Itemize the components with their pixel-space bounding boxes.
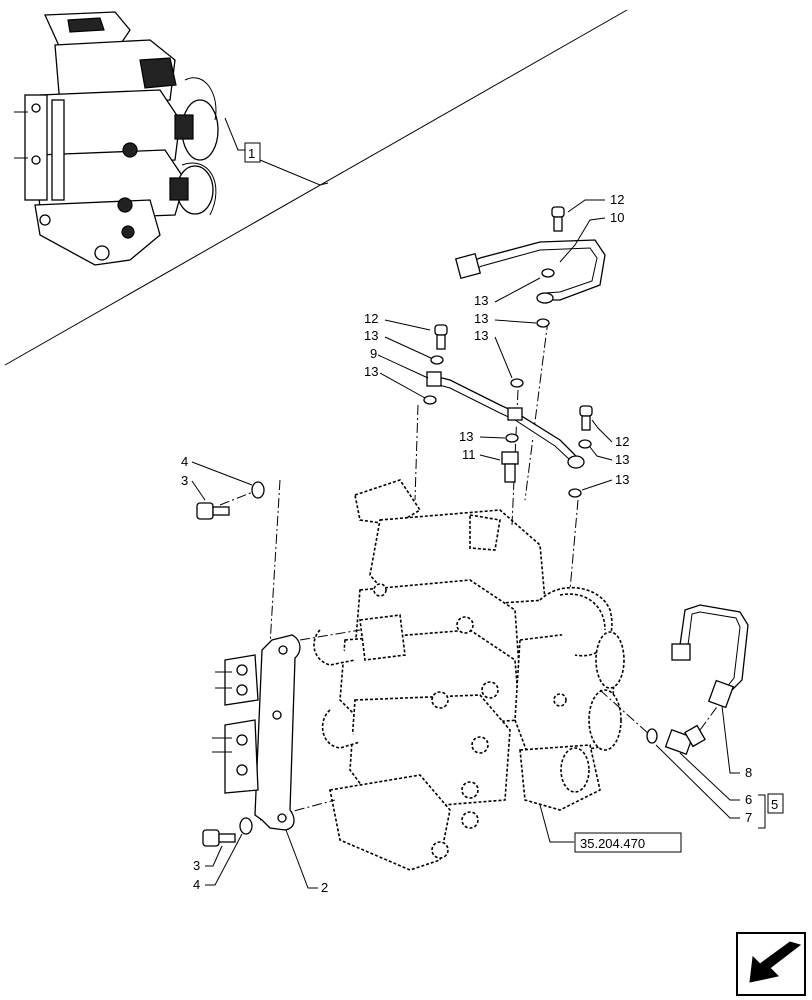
callout-7: 7 <box>745 810 752 825</box>
callout-3b: 3 <box>193 858 200 873</box>
reference-box[interactable] <box>574 832 682 853</box>
reference-number: 35.204.470 <box>580 836 645 851</box>
leader-ref <box>539 804 574 843</box>
leader-10 <box>559 217 606 263</box>
leader-3b <box>205 845 223 867</box>
callout-5: 5 <box>771 797 778 812</box>
axis-g <box>259 799 336 821</box>
axis-i <box>599 689 651 736</box>
leader-12b <box>384 319 431 331</box>
leader-4b <box>205 833 243 886</box>
leader-13f <box>479 436 506 439</box>
washer-4-lower <box>239 817 253 835</box>
leader-13a <box>494 277 541 303</box>
callout-12c: 12 <box>615 434 629 449</box>
leader-2 <box>285 829 318 889</box>
elbow-fitting-6-7 <box>646 724 706 756</box>
bolt-12a <box>551 206 565 232</box>
leader-7 <box>655 744 740 819</box>
callout-11: 11 <box>462 447 476 462</box>
leader-9 <box>377 354 429 379</box>
leader-13c <box>384 336 432 359</box>
callout-12b: 12 <box>364 311 378 326</box>
callout-13e: 13 <box>364 364 378 379</box>
washer-13h <box>568 488 582 498</box>
leader-13h <box>581 479 613 491</box>
callout-3a: 3 <box>181 473 188 488</box>
bolt-12c <box>579 405 593 431</box>
leader-4a <box>191 461 253 486</box>
leader-1 <box>224 117 246 151</box>
bolt-3-upper <box>196 502 230 520</box>
callout-12a: 12 <box>610 192 624 207</box>
leader-12a <box>567 199 605 213</box>
callout-13b: 13 <box>474 311 488 326</box>
washer-4-upper <box>251 481 265 499</box>
leader-13d <box>494 336 513 379</box>
washer-13b <box>536 318 550 328</box>
leader-12c <box>591 419 613 443</box>
callout-10: 10 <box>610 210 624 225</box>
thumbnail-assembly <box>14 11 219 266</box>
leader-13b <box>494 319 537 324</box>
callout-13a: 13 <box>474 293 488 308</box>
callout-2: 2 <box>321 880 328 895</box>
callout-13g: 13 <box>615 452 629 467</box>
bolt-3-lower <box>202 829 236 847</box>
callout-6: 6 <box>745 792 752 807</box>
callout-13d: 13 <box>474 328 488 343</box>
leader-3a <box>191 480 206 501</box>
callout-13c: 13 <box>364 328 378 343</box>
callout-4b: 4 <box>193 877 200 892</box>
leader-11 <box>479 454 501 461</box>
leader-8 <box>721 705 740 774</box>
axis-c <box>524 319 549 501</box>
valve-block <box>313 479 625 871</box>
leader-6 <box>679 752 740 801</box>
callout-13f: 13 <box>459 429 473 444</box>
axis-a <box>414 404 419 501</box>
axis-d <box>569 499 579 591</box>
callout-1: 1 <box>248 146 255 161</box>
washer-13g <box>578 439 592 449</box>
washer-13f <box>505 433 519 443</box>
callout-box-1 <box>244 142 261 163</box>
group-bracket-5 <box>758 794 766 829</box>
bolt-12b <box>434 324 448 350</box>
axis-h <box>299 629 361 641</box>
callout-4a: 4 <box>181 454 188 469</box>
leader-13g <box>589 446 613 461</box>
leader-13e <box>379 372 426 399</box>
callout-8: 8 <box>745 765 752 780</box>
washer-13c <box>430 355 444 365</box>
callout-9: 9 <box>370 346 377 361</box>
callout-13h: 13 <box>615 472 629 487</box>
callout-box-5 <box>767 793 784 814</box>
bracket-2 <box>212 634 301 831</box>
pipe-10 <box>454 239 606 304</box>
fitting-11 <box>501 451 519 483</box>
washer-13d <box>510 378 524 388</box>
pipe-8 <box>671 604 749 709</box>
washer-13e <box>423 395 437 405</box>
washer-13a <box>541 268 555 278</box>
axis-e <box>269 479 281 646</box>
separator-line <box>4 9 628 366</box>
pipe-9 <box>426 371 585 469</box>
leader-1b <box>259 159 329 186</box>
arrow-left-down-icon[interactable] <box>736 932 806 996</box>
axis-f <box>219 489 259 506</box>
